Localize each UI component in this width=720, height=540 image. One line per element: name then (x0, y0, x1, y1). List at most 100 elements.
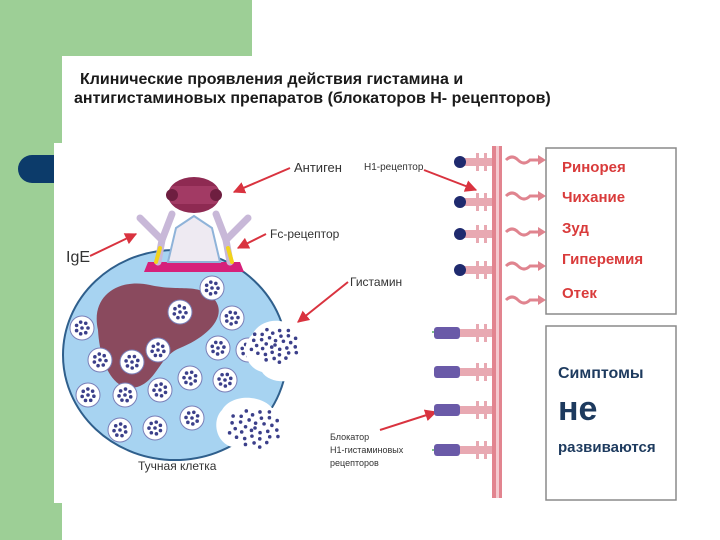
histamine-dot (257, 445, 262, 449)
granule (147, 377, 173, 403)
signal-arrow (504, 261, 546, 271)
fc-receptor-band (144, 262, 244, 272)
title-line-2: антигистаминовых препаратов (блокаторов … (74, 90, 551, 107)
histamine-dot (253, 426, 257, 430)
symptom-item: Отек (562, 285, 597, 302)
histamine-dot (277, 347, 282, 352)
histamine-dot (286, 328, 291, 333)
granule (87, 347, 113, 373)
histamine-dot (267, 410, 272, 414)
histamine-dot (260, 332, 264, 337)
histamine-dot (257, 437, 262, 441)
release-cloud-2 (216, 397, 290, 458)
label-h1-receptor: Н1-рецептор (364, 162, 424, 173)
histamine-dot (254, 343, 259, 348)
histamine-dot (267, 415, 272, 420)
histamine-dot (286, 351, 291, 355)
granule (179, 405, 205, 431)
histamine-dot (238, 420, 243, 424)
no-symptoms-line-3: развиваются (558, 439, 656, 456)
label-blocker-3: рецепторов (330, 458, 379, 468)
no-symptoms-line-2: не (558, 390, 597, 428)
histamine-dot (258, 410, 262, 414)
histamine-dot (264, 342, 269, 346)
histamine-dot (281, 339, 286, 344)
no-symptoms-box (545, 325, 677, 501)
histamine-dot (252, 332, 257, 337)
granule (219, 305, 245, 331)
histamine-dot (234, 435, 239, 440)
granule (119, 349, 145, 375)
label-blocker-1: Блокатор (330, 432, 369, 442)
histamine-dot (250, 434, 254, 438)
histamine-dot (264, 440, 269, 445)
title-background (62, 56, 702, 142)
mast-cell (62, 249, 316, 461)
ige-antibodies (136, 210, 252, 266)
symptom-item: Чихание (562, 189, 625, 206)
h1-blocker (434, 363, 492, 381)
histamine-dot (258, 430, 262, 435)
histamine-dot (251, 338, 256, 343)
histamine-dot (265, 327, 269, 332)
histamine-dot (247, 418, 251, 422)
histamine-dot (277, 352, 282, 357)
h1-receptor (454, 225, 492, 243)
histamine-dot (243, 425, 248, 429)
histamine-dot (259, 337, 264, 342)
symptom-item: Зуд (562, 220, 589, 237)
h1-blockers (434, 324, 492, 459)
histamine-dot (259, 416, 264, 420)
histamine-dot (276, 434, 280, 439)
histamine-dot (284, 356, 288, 360)
signal-arrow (504, 295, 546, 305)
label-ige: IgE (66, 249, 90, 266)
histamine-dot (273, 343, 277, 347)
h1-receptors (454, 153, 492, 279)
histamine-dot (227, 431, 232, 435)
histamine-dot (263, 352, 268, 357)
granule (75, 382, 101, 408)
label-blocker-2: Н1-гистаминовых (330, 445, 404, 455)
no-symptoms-line-1: Симптомы (558, 365, 644, 382)
histamine-dot (262, 422, 266, 426)
histamine-dot (256, 351, 260, 356)
antigen-molecule (166, 177, 222, 213)
histamine-dot (233, 426, 238, 431)
h1-blocker (434, 401, 492, 419)
histamine-dot (269, 345, 274, 349)
granule (167, 299, 193, 325)
histamine-dot (279, 334, 283, 338)
histamine-dot (275, 428, 279, 432)
histamine-dot (270, 331, 275, 335)
signal-arrow (504, 155, 546, 165)
h1-blocker (434, 441, 492, 459)
pointer-arrows (89, 167, 478, 431)
histamine-dot (288, 340, 293, 345)
h1-receptor (454, 193, 492, 211)
histamine-dot (293, 345, 298, 349)
label-histamine: Гистамин (350, 275, 402, 289)
histamine-dot (253, 421, 258, 425)
histamine-dot (267, 435, 272, 439)
granule (142, 415, 168, 441)
histamine-dot (249, 428, 254, 433)
histamine-dot (250, 413, 255, 417)
histamine-dot (286, 333, 291, 338)
label-fc-receptor: Fc-рецептор (270, 227, 340, 241)
histamine-dot (242, 436, 247, 441)
histamine-dot (239, 430, 244, 434)
signal-arrows (504, 155, 546, 305)
symptom-item: Ринорея (562, 159, 626, 176)
granule (69, 315, 95, 341)
histamine-dot (294, 350, 299, 355)
histamine-dot (293, 336, 298, 341)
signal-arrow (504, 191, 546, 201)
signal-arrow (504, 227, 546, 237)
histamine-dot (285, 346, 289, 350)
histamine-dot (230, 421, 234, 425)
histamine-dot (244, 409, 249, 413)
h1-blocker (434, 324, 492, 342)
